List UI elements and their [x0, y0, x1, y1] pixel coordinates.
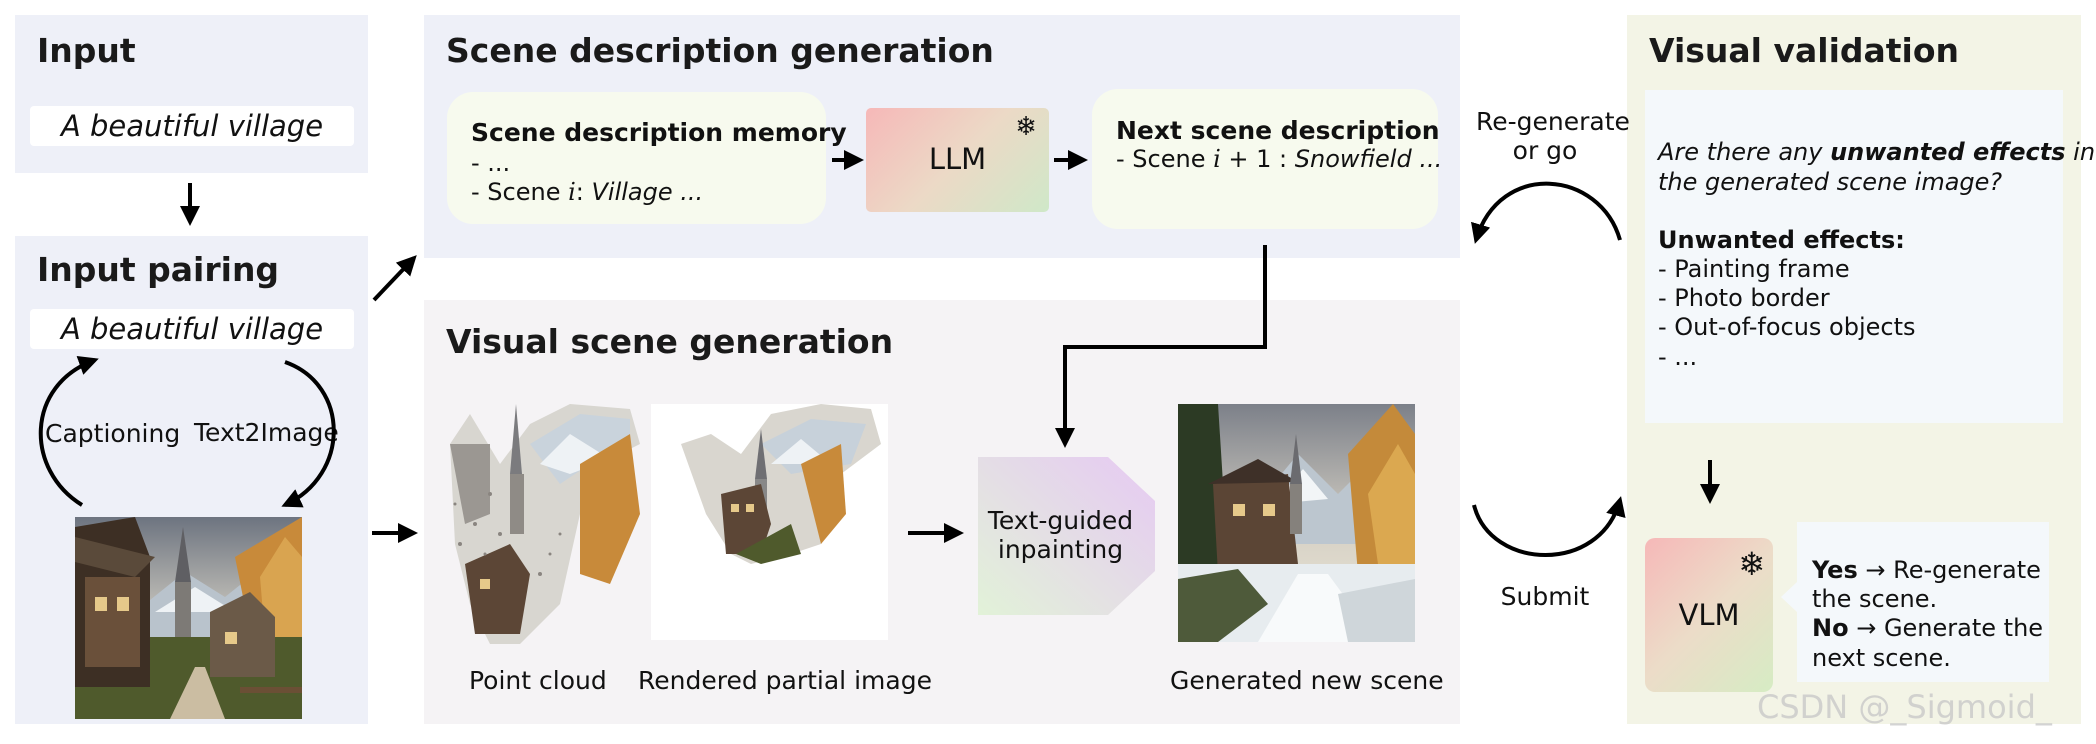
next-scene-heading: Next scene description [1116, 116, 1440, 145]
vlm-yes-line-2: the scene. [1812, 585, 1938, 613]
unwanted-effect-2: - Photo border [1658, 284, 1830, 312]
inpainting-label-1: Text-guided [987, 506, 1134, 535]
next-scene-index: i [1213, 145, 1221, 173]
generated-scene-image [1178, 404, 1415, 642]
vlm-box: VLM ❄ [1645, 538, 1773, 692]
no-word: No [1812, 614, 1849, 642]
arrow-pairing-to-scene-desc [372, 255, 417, 302]
submit-label: Submit [1500, 582, 1590, 611]
scene-memory-line-1: - ... [471, 149, 511, 177]
scene-memory-box: Scene description memory - ... - Scene i… [447, 92, 847, 224]
input-title: Input [37, 31, 136, 70]
generated-scene-caption: Generated new scene [1170, 666, 1444, 695]
arrow-captioning-loop [38, 355, 99, 507]
regenerate-label-2: or go [1512, 136, 1578, 165]
point-cloud-image [430, 404, 642, 644]
captioning-label: Captioning [45, 419, 181, 448]
scene-memory-value: Village ... [591, 178, 704, 206]
unwanted-effect-3: - Out-of-focus objects [1658, 313, 1916, 341]
arrow-next-to-inpainting [1055, 245, 1267, 448]
next-scene-line: - Scene i + 1 : Snowfield ... [1116, 145, 1442, 173]
question-post: in [2065, 138, 2096, 166]
next-scene-box: Next scene description - Scene i + 1 : S… [1092, 89, 1442, 229]
scene-memory-index: i [568, 178, 576, 206]
visual-validation-title: Visual validation [1649, 31, 1960, 70]
arrow-text2image-loop [281, 360, 336, 508]
arrow-regenerate-loop [1471, 181, 1622, 244]
scene-memory-heading: Scene description memory [471, 118, 847, 147]
vlm-no-line-1: No → Generate the [1812, 614, 2043, 643]
inpainting-block [978, 457, 1155, 615]
scene-description-title: Scene description generation [446, 31, 994, 70]
scene-memory-line-2: - Scene i: Village ... [471, 178, 703, 206]
next-scene-value: Snowfield ... [1294, 145, 1443, 173]
vlm-speech-bubble [1781, 522, 2049, 682]
next-scene-op: + 1 : [1220, 145, 1295, 173]
watermark: CSDN @_Sigmoid_ [1757, 688, 2052, 726]
partial-image-caption: Rendered partial image [638, 666, 932, 695]
inpainting-label-2: inpainting [997, 535, 1124, 564]
snowflake-icon: ❄ [1738, 545, 1765, 583]
yes-rest-1: → Re-generate [1857, 556, 2041, 584]
visual-scene-generation-title: Visual scene generation [446, 322, 894, 361]
no-rest-1: → Generate the [1848, 614, 2044, 642]
validation-question-line-2: the generated scene image? [1658, 168, 2003, 196]
text2image-label: Text2Image [194, 418, 339, 447]
village-image [75, 517, 302, 719]
vlm-yes-line-1: Yes → Re-generate [1812, 556, 2041, 585]
scene-memory-line-2-prefix: - Scene [471, 178, 569, 206]
input-pairing-title: Input pairing [37, 250, 280, 289]
validation-question-box [1645, 90, 2063, 423]
scene-memory-sep: : [575, 178, 592, 206]
validation-question-line-1: Are there any unwanted effects in [1658, 138, 2095, 167]
question-bold: unwanted effects [1830, 138, 2066, 166]
question-pre: Are there any [1658, 138, 1831, 166]
arrow-submit-loop [1472, 496, 1626, 557]
snowflake-icon: ❄ [1015, 112, 1037, 142]
llm-box: LLM ❄ [866, 108, 1049, 212]
vlm-no-line-2: next scene. [1812, 644, 1951, 672]
vlm-label: VLM [1678, 598, 1740, 632]
input-panel [15, 15, 368, 173]
unwanted-effect-1: - Painting frame [1658, 255, 1850, 283]
pairing-prompt: A beautiful village [30, 309, 354, 349]
next-scene-prefix: - Scene [1116, 145, 1214, 173]
unwanted-effects-heading: Unwanted effects: [1658, 226, 1905, 254]
unwanted-effect-4: - ... [1658, 343, 1698, 371]
yes-word: Yes [1812, 556, 1858, 584]
llm-label: LLM [928, 142, 987, 176]
rendered-partial-image [651, 404, 888, 640]
point-cloud-caption: Point cloud [469, 666, 607, 695]
input-prompt: A beautiful village [30, 106, 354, 146]
regenerate-label-1: Re-generate [1476, 107, 1630, 136]
